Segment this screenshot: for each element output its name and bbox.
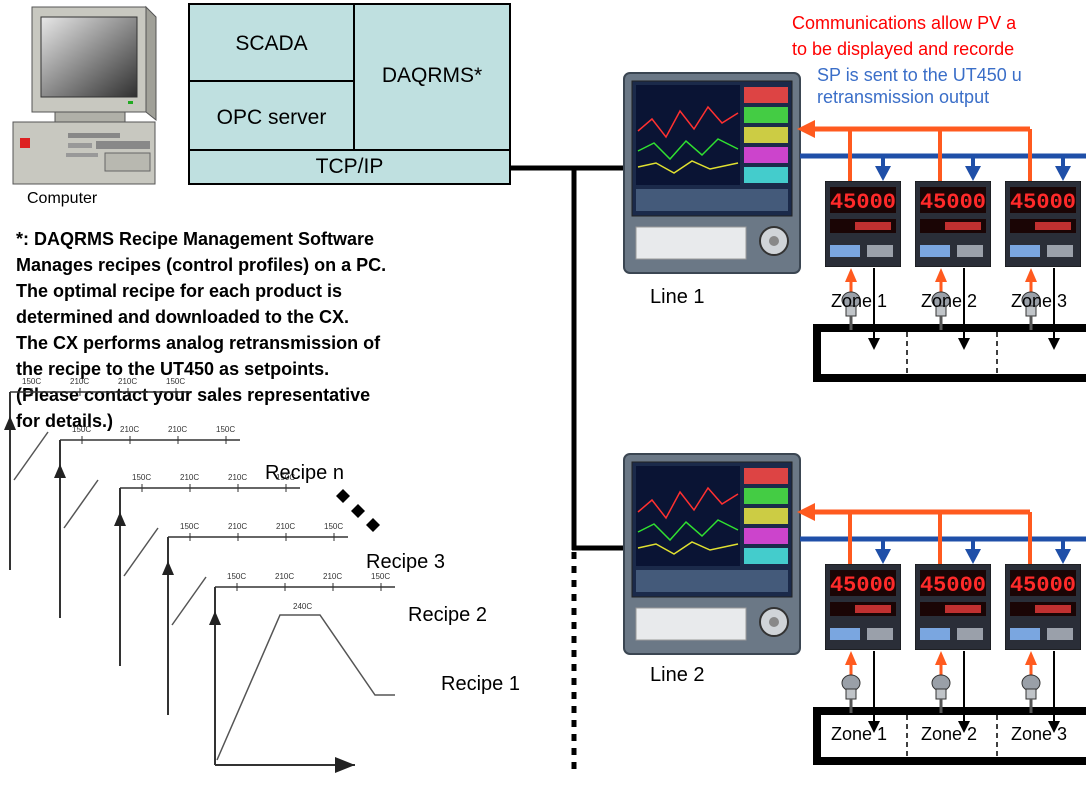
recipe-tick-label: 150C [227,572,246,581]
scada-label: SCADA [235,32,308,55]
line-1-controller-3: 45000 [1004,180,1082,268]
controller-icon: 45000 [914,563,992,651]
controller-icon: 45000 [824,180,902,268]
recipe-tick-label: 150C [276,473,295,482]
pv-communications-text: Communications allow PV a to be displaye… [792,10,1016,62]
recipe-tick-label: 150C [22,377,41,386]
controller-icon: 45000 [1004,180,1082,268]
sp-text-line-2: retransmission output [817,87,990,107]
daqrms-box [353,3,511,151]
recipe-tick-label: 150C [180,522,199,531]
thermocouple-icon [1021,674,1041,713]
recipe-3-label: Recipe 3 [366,551,445,573]
line-1-zone-3-label: Zone 3 [1011,291,1068,311]
daqrms-label: DAQRMS* [381,64,483,87]
thermocouple-icon [841,674,861,713]
line-1-label: Line 1 [650,286,705,308]
recipe-card: 150C 210C 210C 150C [4,377,190,570]
controller-display: 45000 [920,190,986,215]
line-1-controller-2: 45000 [914,180,992,268]
sp-text-line-1: SP is sent to the UT450 u [817,65,1022,85]
controller-display: 45000 [830,190,896,215]
thermocouple-icon [931,291,951,330]
line-2-recorder [622,452,802,657]
recipe-stack: 150C 210C 210C 150C 150C 210C 210C 150C 150C 210C… [4,377,411,800]
line-1-recorder [622,71,802,276]
computer [10,5,160,215]
recipe-tick-label: 210C [168,425,187,434]
line-2-controller-1: 45000 [824,563,902,651]
line-2-zone-1-label: Zone 1 [831,724,888,744]
recipe-n-label: Recipe n [265,462,344,484]
controller-icon: 45000 [1004,563,1082,651]
line-1-zone-2-label: Zone 2 [921,291,978,311]
thermocouple-icon [1021,291,1041,330]
pv-text-line-1: Communications allow PV a [792,13,1017,33]
recipe-1-label: Recipe 1 [441,673,520,695]
scada-box [188,3,355,82]
note-line: The optimal recipe for each product is [16,281,343,301]
note-line: *: DAQRMS Recipe Management Software [16,229,375,249]
recipe-tick-label: 210C [228,473,247,482]
recipe-tick-label: 150C [324,522,343,531]
note-line: The CX performs analog retransmission of [16,333,381,353]
recorder-icon [623,453,801,655]
note-line: (Please contact your sales representativ… [16,385,371,405]
recipe-card: 150C 210C 210C 150C 240C [201,572,411,800]
recipe-tick-label: 210C [120,425,139,434]
controller-icon: 45000 [914,180,992,268]
opc-server-label: OPC server [216,106,327,129]
daqrms-note: *: DAQRMS Recipe Management Software Man… [16,226,516,434]
recipe-tick-label: 150C [72,425,91,434]
note-line: Manages recipes (control profiles) on a … [16,255,387,275]
recipe-tick-label: 210C [275,572,294,581]
recipe-tick-label: 210C [118,377,137,386]
recipe-tick-label: 210C [323,572,342,581]
sp-retransmission-text: SP is sent to the UT450 u retransmission… [817,64,1022,108]
line-2-controller-3: 45000 [1004,563,1082,651]
controller-icon: 45000 [824,563,902,651]
note-line: for details.) [16,411,114,431]
note-line: the recipe to the UT450 as setpoints. [16,359,330,379]
recipe-tick-label: 210C [228,522,247,531]
ellipsis-dots [336,489,380,532]
line-2-zone-3-label: Zone 3 [1011,724,1068,744]
controller-display: 45000 [830,573,896,598]
note-line: determined and downloaded to the CX. [16,307,350,327]
computer-label: Computer [27,190,98,207]
thermocouple-icon [841,291,861,330]
recorder-icon [623,72,801,274]
pv-text-line-2: to be displayed and recorde [792,39,1015,59]
recipe-tick-label: 210C [180,473,199,482]
recipe-tick-label: 150C [216,425,235,434]
thermocouple-icon [931,674,951,713]
recipe-peak-label: 240C [293,602,312,611]
controller-display: 45000 [1010,573,1076,598]
recipe-tick-label: 150C [166,377,185,386]
recipe-2-label: Recipe 2 [408,604,487,626]
line-2-label: Line 2 [650,664,705,686]
recipe-tick-label: 150C [132,473,151,482]
recipe-tick-label: 150C [371,572,390,581]
recipe-tick-label: 210C [276,522,295,531]
tcpip-box [188,149,511,185]
controller-display: 45000 [1010,190,1076,215]
tcpip-label: TCP/IP [315,155,384,178]
line-1-zone-1-label: Zone 1 [831,291,888,311]
computer-icon [12,5,157,185]
recipe-tick-label: 210C [70,377,89,386]
line-1-controller-1: 45000 [824,180,902,268]
line-2-controller-2: 45000 [914,563,992,651]
line-2-zone-2-label: Zone 2 [921,724,978,744]
controller-display: 45000 [920,573,986,598]
